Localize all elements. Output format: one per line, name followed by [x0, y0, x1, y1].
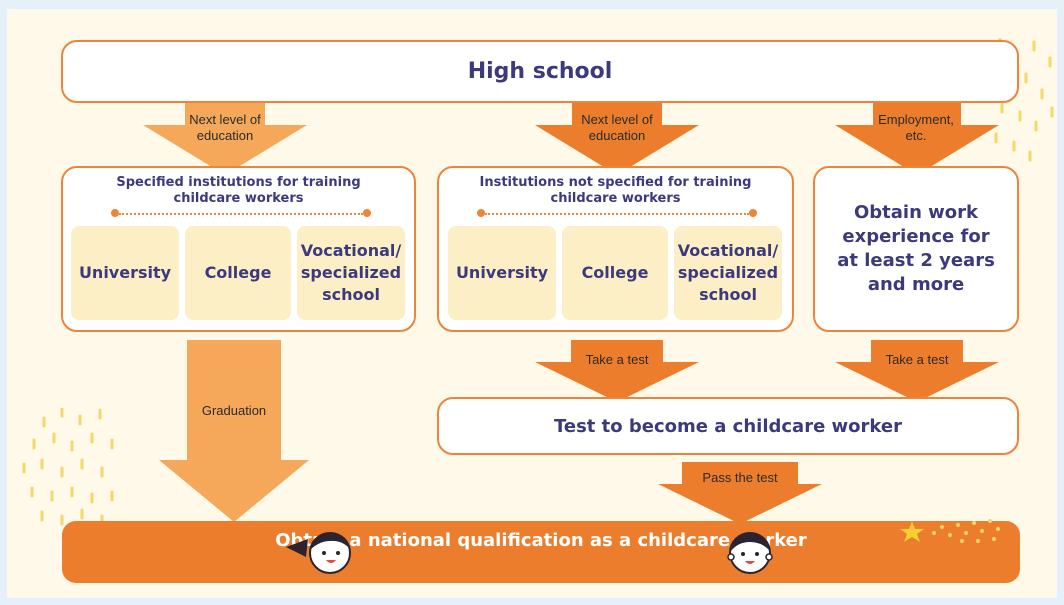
test-label: Test to become a childcare worker — [553, 415, 902, 437]
arrow-pass-test — [658, 462, 822, 524]
chip-vocational-school: Vocational/ specialized school — [674, 226, 782, 320]
specified-institutions-title: Specified institutions for training chil… — [116, 175, 361, 206]
high-school-box: High school — [61, 40, 1019, 103]
test-box: Test to become a childcare worker — [437, 397, 1019, 455]
specified-institutions-box: Specified institutions for training chil… — [61, 166, 416, 332]
final-qualification-bar: Obtain a national qualification as a chi… — [62, 519, 1020, 583]
child-face-icon — [286, 532, 351, 574]
dotted-divider-start — [111, 209, 119, 217]
dotted-divider-start — [477, 209, 485, 217]
dotted-divider-end — [749, 209, 757, 217]
label-employment: Employment, etc. — [878, 112, 954, 143]
decoration-dashes-top-right — [992, 38, 1054, 162]
not-specified-institutions-box: Institutions not specified for training … — [437, 166, 794, 332]
chip-university: University — [71, 226, 179, 320]
chip-college: College — [562, 226, 668, 320]
chip-college: College — [185, 226, 291, 320]
chip-vocational-school: Vocational/ specialized school — [297, 226, 405, 320]
final-qualification-label: Obtain a national qualification as a chi… — [275, 530, 807, 551]
arrow-take-test-2 — [835, 340, 999, 402]
label-take-test-1: Take a test — [585, 352, 649, 367]
dotted-divider — [485, 213, 749, 215]
label-graduation: Graduation — [201, 403, 267, 418]
not-specified-institutions-title: Institutions not specified for training … — [479, 175, 752, 206]
high-school-label: High school — [467, 59, 613, 84]
label-pass-test: Pass the test — [702, 470, 778, 485]
label-take-test-2: Take a test — [885, 352, 949, 367]
work-experience-label: Obtain work experience for at least 2 ye… — [837, 202, 995, 295]
child-face-icon — [727, 532, 773, 574]
arrow-next-level-2 — [535, 103, 699, 175]
dotted-divider — [119, 213, 363, 215]
decoration-dashes-left — [22, 408, 114, 526]
arrow-take-test-1 — [535, 340, 699, 402]
chip-university: University — [448, 226, 556, 320]
dotted-divider-end — [363, 209, 371, 217]
arrow-graduation — [159, 340, 309, 522]
star-icon — [900, 519, 1000, 543]
arrow-next-level-1 — [143, 103, 307, 175]
arrow-employment — [835, 103, 999, 175]
label-next-level-1: Next level of education — [189, 112, 261, 143]
work-experience-box: Obtain work experience for at least 2 ye… — [813, 166, 1019, 332]
label-next-level-2: Next level of education — [581, 112, 653, 143]
